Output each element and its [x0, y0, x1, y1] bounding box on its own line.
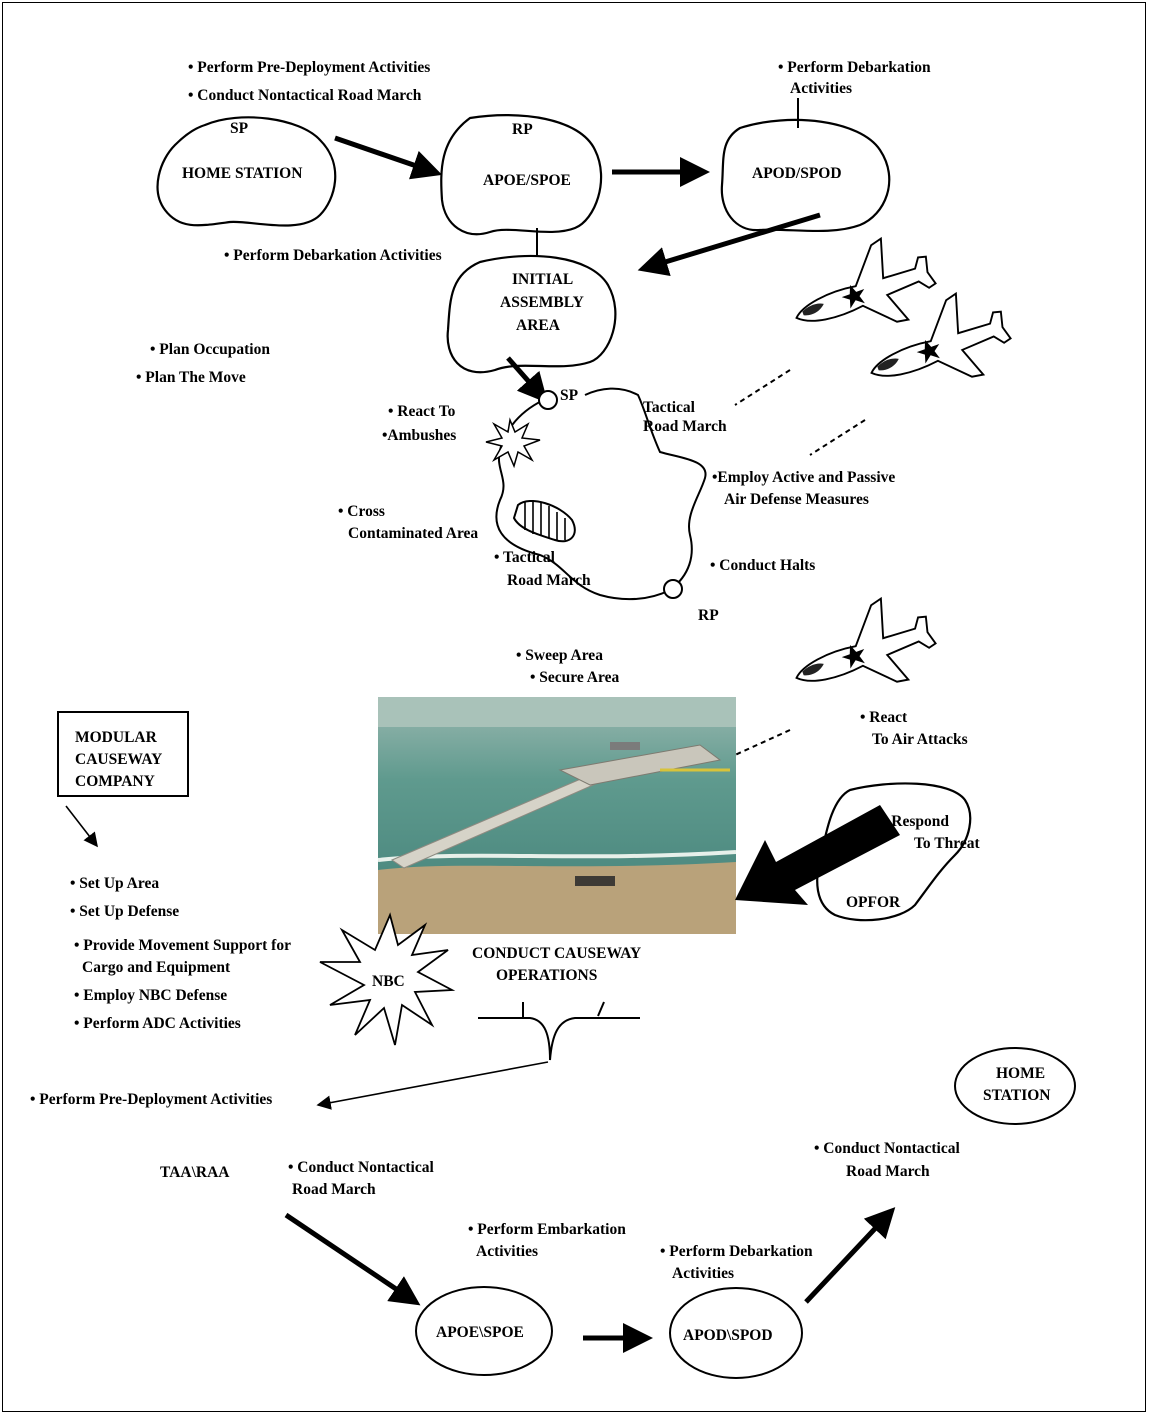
causeway-photo	[377, 697, 737, 934]
home-station-oval	[954, 1047, 1076, 1125]
sweep-area-label: • Sweep Area	[516, 647, 603, 664]
causeway-label: CAUSEWAY	[75, 751, 162, 768]
arrow-assembly-to-sp	[506, 356, 548, 404]
bottom-section: • Perform Pre-Deployment Activities HOME…	[30, 1047, 1076, 1379]
threat-arrow	[735, 805, 900, 905]
causeway-section: • Sweep Area • Secure Area • React To Ai…	[57, 585, 980, 1110]
bottom-nontactical-2a: • Conduct Nontactical	[814, 1140, 960, 1157]
apod-spod-oval	[669, 1287, 803, 1379]
conduct-causeway-a: CONDUCT CAUSEWAY	[472, 945, 641, 962]
employ-air-defense-b: Air Defense Measures	[724, 491, 869, 508]
task-movement-support: • Provide Movement Support for	[74, 937, 291, 954]
employ-air-defense-a: •Employ Active and Passive	[712, 469, 895, 486]
bullet-plan-occupation: • Plan Occupation	[150, 341, 270, 358]
rp-checkpoint	[663, 579, 683, 599]
assembly-label: ASSEMBLY	[500, 294, 584, 311]
bullet-debark-2: • Perform Debarkation Activities	[224, 247, 442, 264]
contaminated-label: Contaminated Area	[348, 525, 478, 542]
bullet-plan-move: • Plan The Move	[136, 369, 246, 386]
fire-stream-2	[809, 419, 866, 456]
home-label: HOME	[996, 1065, 1045, 1082]
sp-checkpoint	[538, 390, 558, 410]
bottom-nontactical-1b: Road March	[292, 1181, 376, 1198]
react-air-b: To Air Attacks	[872, 731, 968, 748]
apoe-spoe-label: APOE/SPOE	[483, 172, 571, 189]
secure-area-label: • Secure Area	[530, 669, 619, 686]
tactical-road-march-2b: Road March	[507, 572, 591, 589]
arrow-company-to-tasks	[65, 805, 98, 848]
modular-causeway-box	[57, 711, 189, 797]
bottom-embark-a: • Perform Embarkation	[468, 1221, 626, 1238]
bullet-nontactical-road-march: • Conduct Nontactical Road March	[188, 87, 422, 104]
contaminated-area-icon	[512, 500, 576, 543]
cross-label: • Cross	[338, 503, 385, 520]
arrow-home-to-apoe	[334, 135, 443, 180]
nbc-label: NBC	[372, 973, 405, 990]
bottom-nontactical-1a: • Conduct Nontactical	[288, 1159, 434, 1176]
tactical-road-march-1a: Tactical	[643, 399, 696, 416]
taa-raa-label: TAA\RAA	[160, 1164, 230, 1181]
rp-march-label: RP	[698, 607, 719, 624]
task-employ-nbc: • Employ NBC Defense	[74, 987, 227, 1004]
fire-stream-1	[734, 369, 791, 406]
arrow-apod-to-home	[804, 1207, 896, 1304]
enemy-aircraft-icon-3	[779, 585, 946, 717]
march-section: • Plan Occupation • Plan The Move SP Tac…	[136, 225, 1021, 624]
sp-march-label: SP	[560, 387, 579, 404]
task-adc-activities: • Perform ADC Activities	[74, 1015, 241, 1032]
respond-b: To Threat	[914, 835, 980, 852]
bottom-pre-deploy: • Perform Pre-Deployment Activities	[30, 1091, 272, 1108]
apod-spod-area	[720, 118, 891, 233]
area-label: AREA	[516, 317, 561, 334]
apoe-spoe-oval	[415, 1286, 553, 1376]
apod-spod-label: APOD/SPOD	[752, 165, 842, 182]
station-label: STATION	[983, 1087, 1050, 1104]
apoe-spoe-area	[440, 114, 603, 236]
sp-label-top: SP	[230, 120, 249, 137]
bullet-debark-1: • Perform Debarkation	[778, 59, 931, 76]
ambush-burst-icon	[485, 417, 541, 469]
initial-assembly-area	[446, 254, 617, 374]
opfor-label: OPFOR	[846, 894, 901, 911]
bottom-apod-label: APOD\SPOD	[683, 1327, 773, 1344]
nbc-burst-icon	[319, 912, 456, 1046]
brace-tick-right	[597, 1001, 605, 1017]
react-air-a: • React	[860, 709, 908, 726]
initial-label: INITIAL	[512, 271, 573, 288]
tactical-road-march-2a: • Tactical	[494, 549, 556, 566]
top-section: • Perform Pre-Deployment Activities • Co…	[156, 59, 931, 404]
tactical-road-march-1b: Road March	[643, 418, 727, 435]
modular-label: MODULAR	[75, 729, 158, 746]
bullet-debark-1b: Activities	[790, 80, 852, 97]
task-setup-defense: • Set Up Defense	[70, 903, 179, 920]
arrow-taa-to-apoe	[284, 1212, 421, 1306]
rp-label-top: RP	[512, 121, 533, 138]
causeway-brace	[478, 1017, 640, 1061]
home-station-area	[156, 116, 337, 227]
react-to-label: • React To	[388, 403, 456, 420]
respond-a: • Respond	[882, 813, 949, 830]
task-cargo-equipment: Cargo and Equipment	[82, 959, 231, 976]
fire-stream-3	[734, 729, 791, 756]
enemy-aircraft-icon-1	[779, 225, 946, 357]
conduct-causeway-b: OPERATIONS	[496, 967, 597, 984]
bottom-embark-b: Activities	[476, 1243, 538, 1260]
bullet-pre-deployment: • Perform Pre-Deployment Activities	[188, 59, 430, 76]
bottom-nontactical-2b: Road March	[846, 1163, 930, 1180]
home-station-label: HOME STATION	[182, 165, 302, 182]
ambushes-label: •Ambushes	[382, 427, 456, 444]
bottom-debark-a: • Perform Debarkation	[660, 1243, 813, 1260]
task-setup-area: • Set Up Area	[70, 875, 159, 892]
conduct-halts-label: • Conduct Halts	[710, 557, 815, 574]
bottom-apoe-label: APOE\SPOE	[436, 1324, 524, 1341]
arrow-to-redeployment	[316, 1061, 549, 1110]
bottom-debark-b: Activities	[672, 1265, 734, 1282]
company-label: COMPANY	[75, 773, 155, 790]
arrow-apod-to-assembly	[637, 212, 821, 276]
